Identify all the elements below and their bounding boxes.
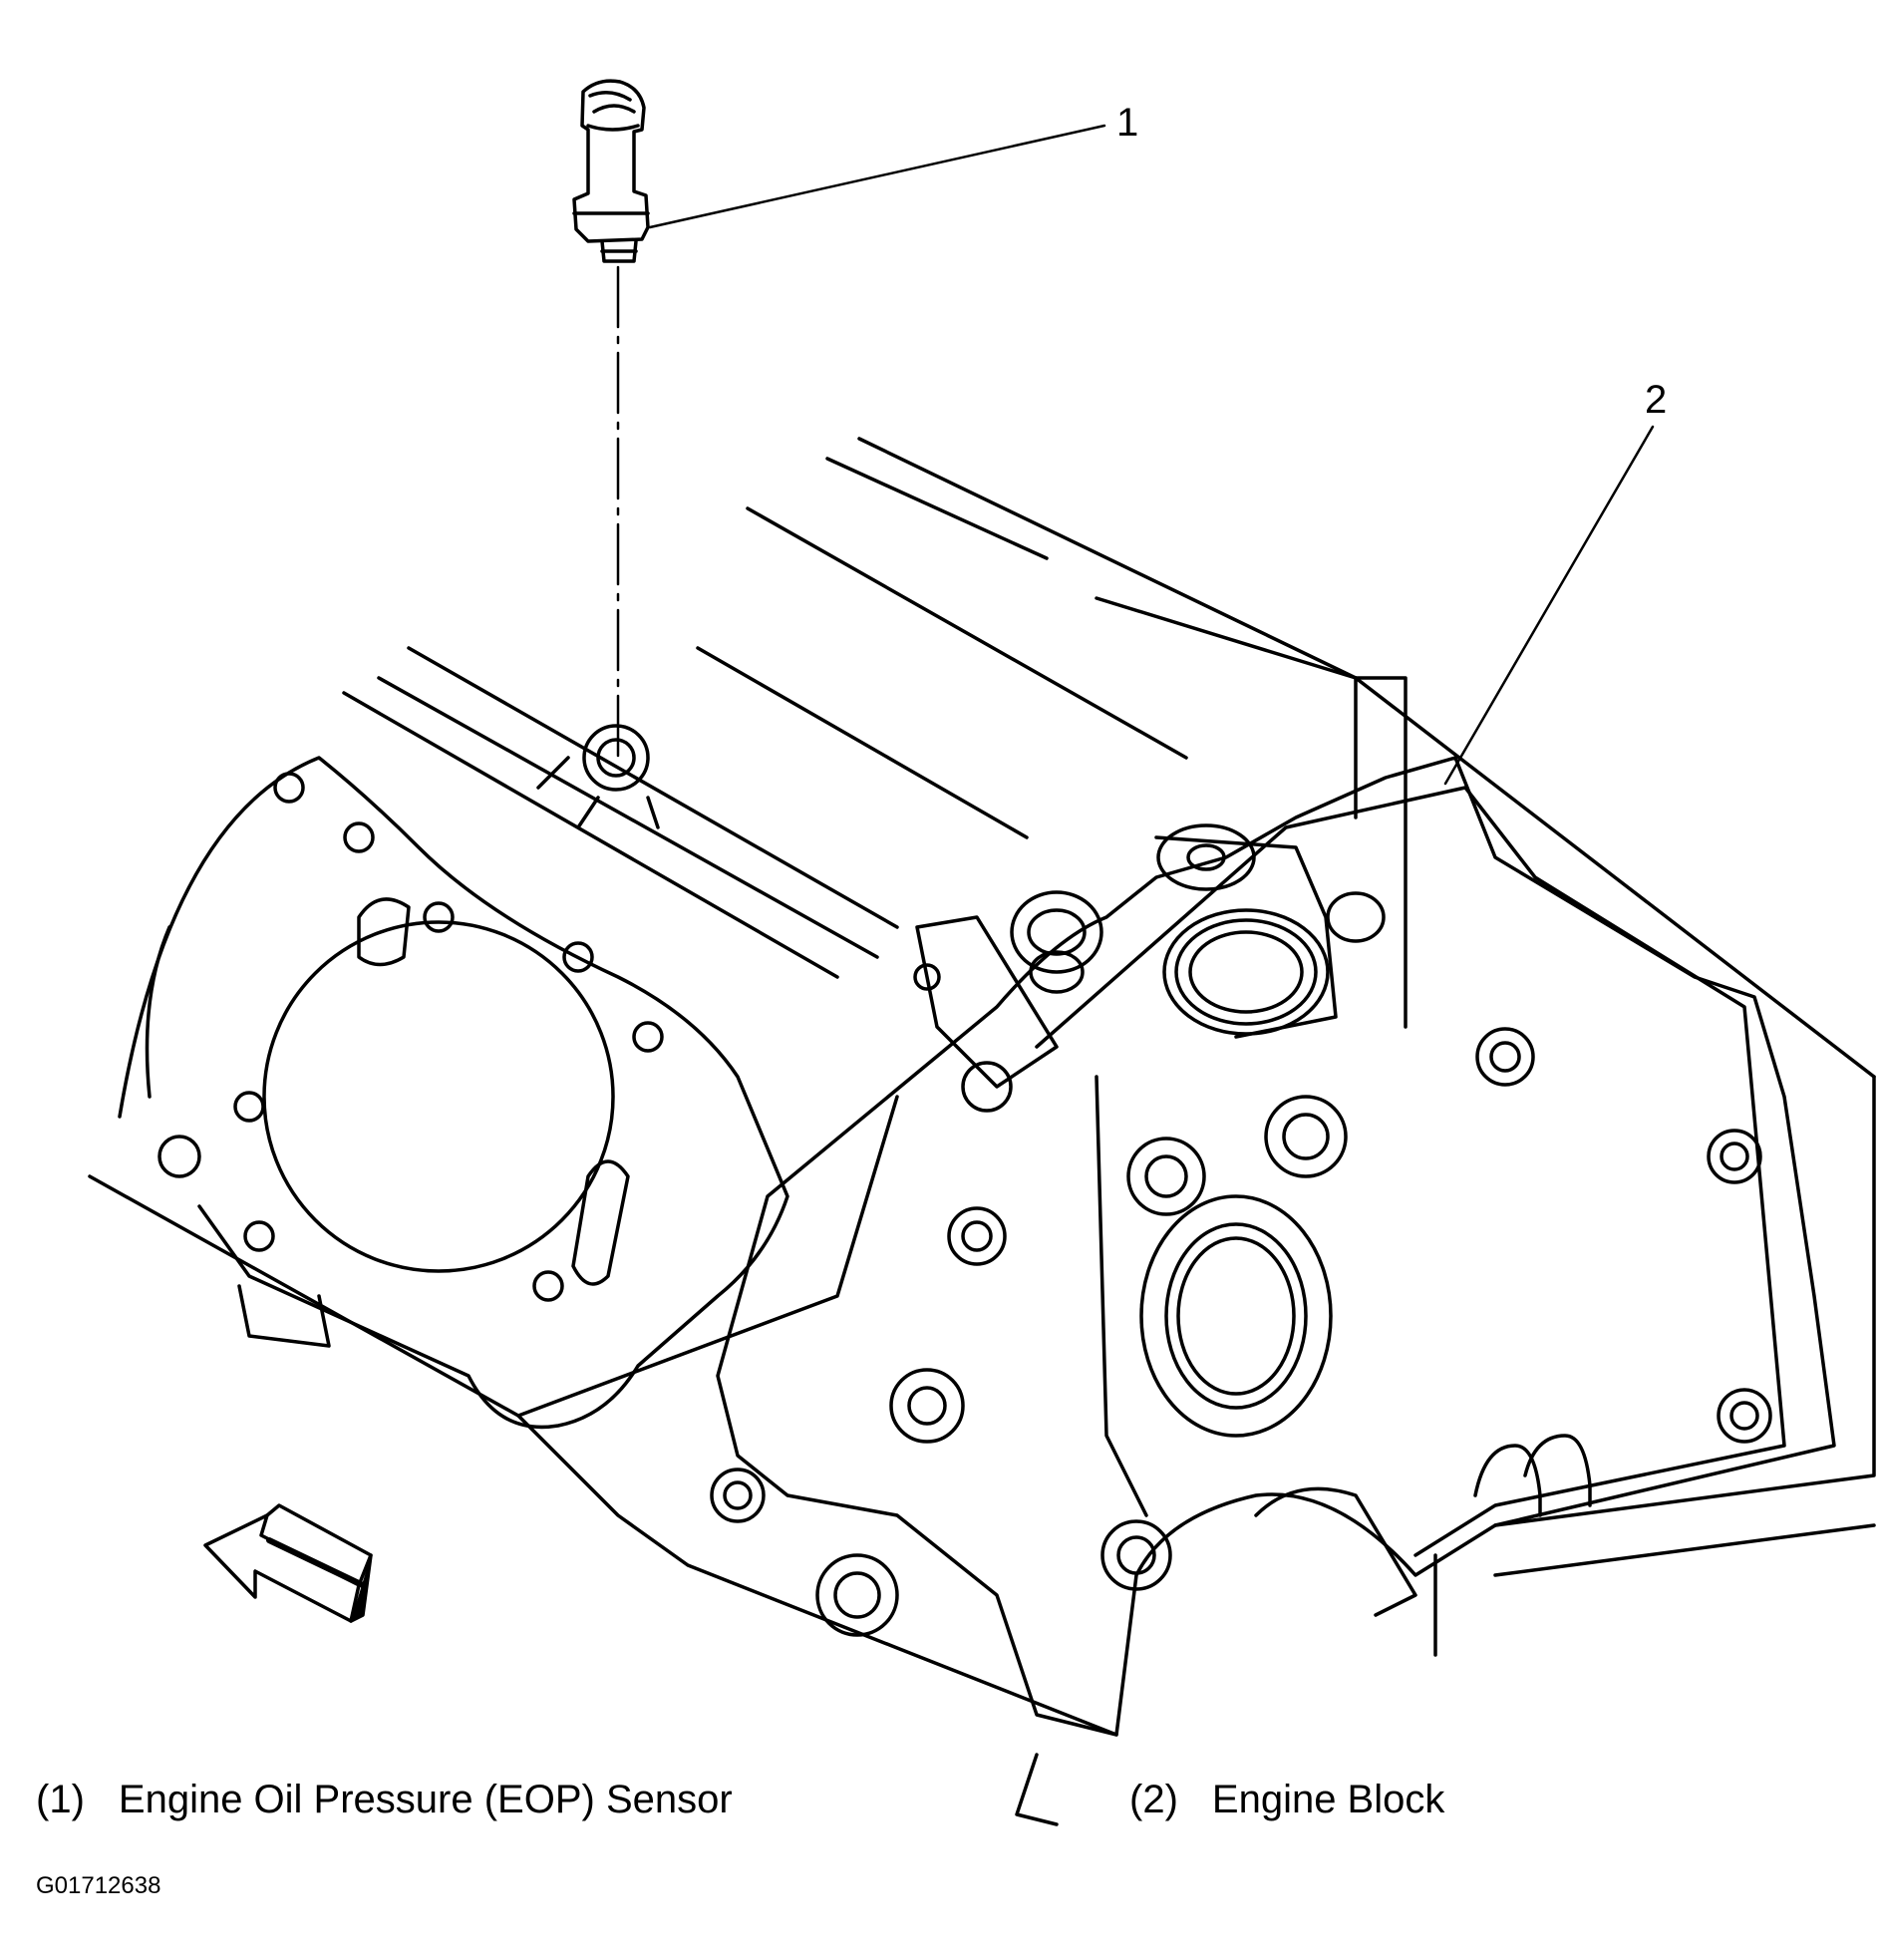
leader-line-2: [1443, 425, 1655, 786]
legend-label: Engine Block: [1211, 1778, 1445, 1821]
legend-item-2: (2) Engine Block: [1129, 1780, 1444, 1819]
engine-block: [88, 437, 1876, 1826]
legend-number: (1): [36, 1778, 85, 1821]
legend-label: Engine Oil Pressure (EOP) Sensor: [118, 1778, 733, 1821]
legend-number: (2): [1129, 1778, 1178, 1821]
callout-number-1: 1: [1116, 101, 1138, 145]
leader-line-1: [648, 124, 1106, 229]
callout-number-2: 2: [1645, 378, 1667, 422]
front-direction-arrow-icon: [203, 1503, 373, 1623]
leader-lines: [648, 124, 1655, 786]
legend-item-1: (1) Engine Oil Pressure (EOP) Sensor: [36, 1780, 733, 1819]
figure-id: G01712638: [36, 1872, 161, 1899]
oil-pressure-sensor: [572, 79, 650, 760]
